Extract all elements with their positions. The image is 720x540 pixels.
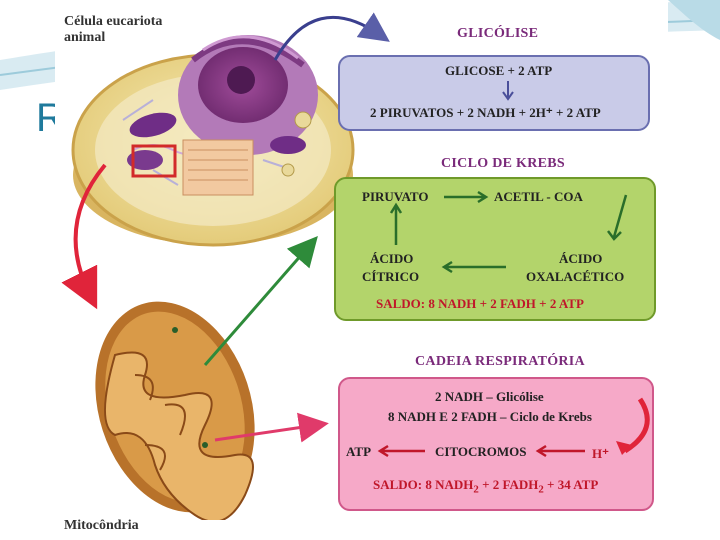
chain-arrows — [377, 397, 650, 458]
krebs-piruvato: PIRUVATO — [362, 189, 429, 204]
krebs-citrico: CÍTRICO — [362, 269, 420, 284]
chain-saldo-sub2: 2 — [538, 483, 544, 496]
krebs-acetil-coa: ACETIL - COA — [494, 189, 583, 204]
krebs-box: PIRUVATO ACETIL - COA ÁCIDO CÍTRICO ÁCID… — [334, 177, 656, 321]
chain-saldo-part3: + 34 ATP — [543, 477, 599, 492]
glycolysis-title: GLICÓLISE — [457, 26, 539, 41]
animal-cell-illustration — [71, 35, 355, 247]
cell-label-line1: Célula eucariota — [64, 14, 163, 29]
down-arrow-icon — [502, 81, 514, 101]
krebs-oxalacetico: OXALACÉTICO — [526, 269, 625, 284]
connector-arrows — [61, 12, 390, 443]
chain-box: 2 NADH – Glicólise 8 NADH E 2 FADH – Cic… — [338, 377, 654, 511]
chain-nadh-fadh-krebs: 8 NADH E 2 FADH – Ciclo de Krebs — [388, 409, 592, 424]
krebs-acido-citrico-1: ÁCIDO — [370, 251, 414, 266]
cellular-respiration-figure: Célula eucariota animal Mitocôndria — [55, 0, 668, 540]
krebs-title: CICLO DE KREBS — [441, 156, 566, 171]
chain-citocromos: CITOCROMOS — [435, 444, 527, 459]
krebs-cycle-arrows — [389, 190, 628, 274]
glycolysis-box: GLICOSE + 2 ATP 2 PIRUVATOS + 2 NADH + 2… — [338, 55, 650, 131]
chain-atp: ATP — [346, 444, 372, 459]
glycolysis-input: GLICOSE + 2 ATP — [445, 63, 553, 78]
cell-label: Célula eucariota animal — [64, 14, 162, 46]
krebs-saldo: SALDO: 8 NADH + 2 FADH + 2 ATP — [376, 296, 584, 311]
krebs-acido-oxalacetico-1: ÁCIDO — [559, 251, 603, 266]
cell-label-line2: animal — [64, 30, 106, 45]
chain-title: CADEIA RESPIRATÓRIA — [415, 354, 585, 369]
mitochondria-label: Mitocôndria — [64, 518, 139, 533]
glycolysis-output: 2 PIRUVATOS + 2 NADH + 2H⁺ + 2 ATP — [370, 105, 601, 120]
chain-saldo-part1: SALDO: 8 NADH — [373, 477, 474, 492]
chain-saldo-sub1: 2 — [473, 483, 479, 496]
chain-saldo-part2: + 2 FADH — [478, 477, 539, 492]
chain-saldo: SALDO: 8 NADH2 + 2 FADH2 + 34 ATP — [373, 477, 598, 496]
chain-hplus: H⁺ — [592, 446, 609, 461]
chain-nadh-glicolise: 2 NADH – Glicólise — [435, 389, 544, 404]
